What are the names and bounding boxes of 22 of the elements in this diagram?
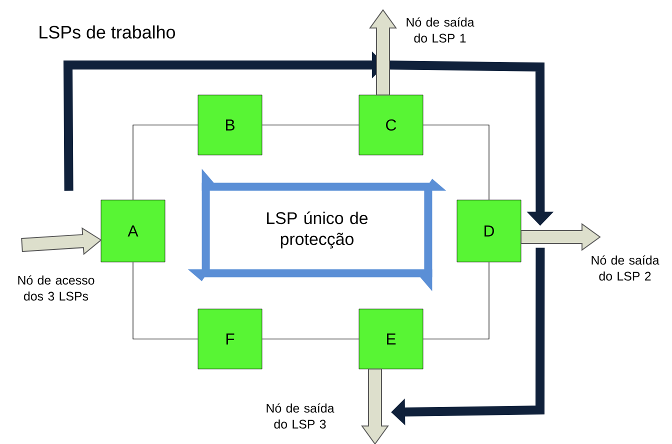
link-line xyxy=(422,124,490,200)
note-label: Nó de saída do LSP 1 xyxy=(406,17,474,43)
link-line xyxy=(132,124,198,200)
note-label: Nó de saída do LSP 2 xyxy=(592,255,660,281)
node-box: E xyxy=(358,308,424,370)
node-box: D xyxy=(456,200,522,262)
title: LSPs de trabalho xyxy=(40,25,175,39)
hollow-arrow xyxy=(361,368,389,444)
link-line xyxy=(262,124,360,126)
link-line xyxy=(262,338,360,340)
link-line xyxy=(422,262,490,340)
hollow-arrow xyxy=(21,227,102,256)
note-label: Nó de saída do LSP 3 xyxy=(266,403,334,429)
hollow-arrow xyxy=(369,9,397,96)
node-box: B xyxy=(198,94,262,156)
hollow-arrow xyxy=(520,223,601,251)
node-box: C xyxy=(358,94,424,156)
note-label: Nó de acesso dos 3 LSPs xyxy=(18,275,94,301)
node-box: F xyxy=(198,308,262,370)
protection-loop: LSP único de protecção xyxy=(188,168,446,292)
node-box: A xyxy=(100,200,166,262)
link-line xyxy=(132,262,198,340)
